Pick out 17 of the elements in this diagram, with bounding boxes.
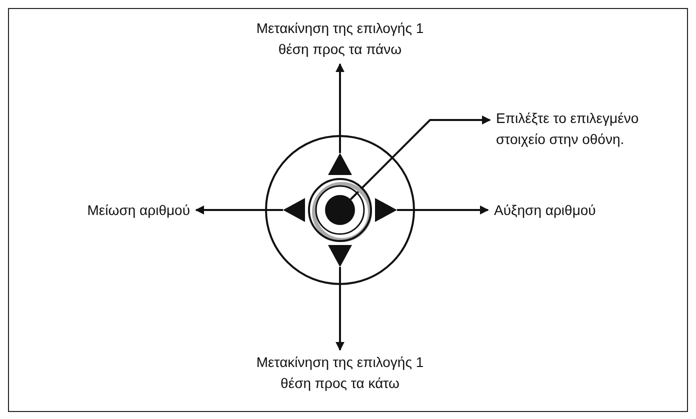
direction-triangle: [328, 245, 352, 267]
callout-text: Μείωση αριθμού: [40, 200, 190, 222]
direction-triangle: [328, 153, 352, 175]
leader-arrow: [397, 206, 489, 214]
center-button: [325, 195, 355, 225]
direction-triangle: [283, 198, 305, 222]
leader-arrow: [336, 63, 344, 153]
callout-text: Μετακίνηση της επιλογής 1 θέση προς τα πάνω: [250, 18, 430, 62]
callout-text: Αύξηση αριθμού: [494, 200, 644, 222]
control-pad: [265, 135, 415, 285]
leader-arrow: [350, 116, 491, 200]
leader-arrow: [195, 206, 283, 214]
callout-text: Μετακίνηση της επιλογής 1 θέση προς τα κάτω: [250, 352, 430, 396]
button-ring: [308, 178, 372, 242]
callout-text: Επιλέξτε το επιλεγμένο στοιχείο στην οθόνη.: [496, 108, 676, 152]
direction-triangle: [375, 198, 397, 222]
leader-arrow: [336, 267, 344, 351]
